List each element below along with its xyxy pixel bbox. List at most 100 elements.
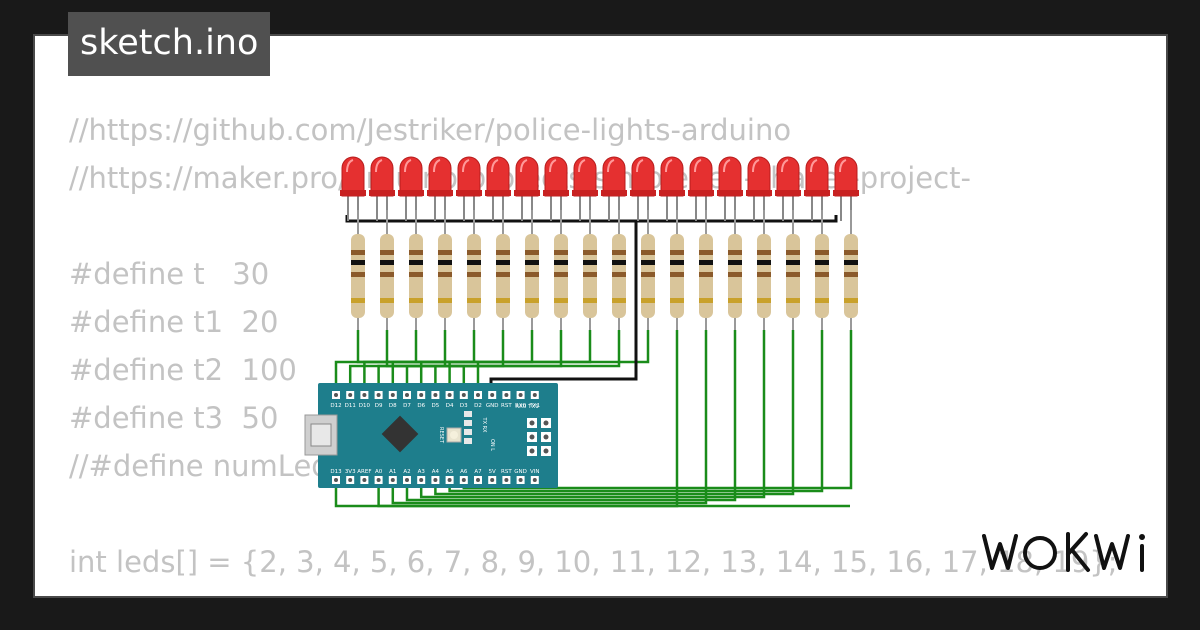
resistor-band (467, 250, 481, 255)
pin-label: RST (501, 403, 512, 409)
code-line: #define t 30 (69, 257, 270, 291)
pin-label: 5V (489, 469, 496, 475)
header-pin-hole (447, 478, 452, 482)
rxtx-header-label: RX0 TX1 (515, 404, 538, 410)
header-pin-hole (518, 478, 523, 482)
led-rim (688, 190, 714, 196)
led-highlight (607, 159, 615, 173)
resistor-band (728, 272, 742, 277)
resistor-band (670, 250, 684, 255)
led-rim (369, 190, 395, 196)
led-rim (543, 190, 569, 196)
resistor-band (612, 250, 626, 255)
resistor-band (670, 260, 684, 265)
led-highlight (375, 159, 383, 173)
led-array (340, 156, 859, 221)
pin-label: D3 (460, 403, 468, 409)
board-pcb (318, 383, 558, 488)
resistor-band (496, 260, 510, 265)
resistor-band (554, 250, 568, 255)
led-highlight (839, 159, 847, 173)
led-highlight (810, 159, 818, 173)
header-pin-hole (490, 478, 495, 482)
led-highlight (346, 159, 354, 173)
pin-label: RST (501, 469, 512, 475)
led-highlight (520, 159, 528, 173)
resistor-band (525, 298, 539, 303)
header-pin-hole (461, 393, 466, 397)
resistor-band (844, 298, 858, 303)
led-rim (775, 190, 801, 196)
resistor-band (467, 298, 481, 303)
header-pin-hole (490, 393, 495, 397)
header-pin-hole (405, 393, 409, 397)
pin-label: D8 (389, 403, 397, 409)
header-pin-hole (518, 393, 523, 397)
resistor-band (583, 260, 597, 265)
signal-wire[interactable] (348, 330, 621, 395)
resistor-band (641, 298, 655, 303)
signal-wire[interactable] (419, 330, 766, 499)
led-highlight (694, 159, 702, 173)
resistor-band (351, 260, 365, 265)
resistor-band (786, 260, 800, 265)
pin-label: D2 (474, 403, 482, 409)
led-rim (572, 190, 598, 196)
led-rim (717, 190, 743, 196)
signal-wire[interactable] (391, 330, 708, 505)
signal-wire[interactable] (334, 330, 650, 395)
led-rim (340, 190, 366, 196)
resistor-band (641, 260, 655, 265)
resistor-band (438, 298, 452, 303)
resistor-band (728, 298, 742, 303)
led-rim (398, 190, 424, 196)
pin-label: D9 (375, 403, 383, 409)
pin-label: A3 (418, 469, 426, 475)
resistor-band (409, 250, 423, 255)
resistor-band (496, 298, 510, 303)
pin-label: D11 (345, 403, 356, 409)
resistor-band (670, 272, 684, 277)
resistor-band (786, 250, 800, 255)
signal-wire[interactable] (334, 480, 850, 508)
led-highlight (752, 159, 760, 173)
pin-label: VIN (530, 469, 540, 475)
header-pin-hole (476, 478, 480, 482)
resistor-band (525, 250, 539, 255)
code-line: #define t3 50 (69, 401, 279, 435)
header-pin-hole (433, 393, 438, 397)
pin-label: D5 (432, 403, 440, 409)
pin-label: D7 (403, 403, 411, 409)
resistor-band (757, 250, 771, 255)
status-led (464, 429, 472, 435)
led-rim (601, 190, 627, 196)
led-rim (427, 190, 453, 196)
pin-label: D13 (330, 469, 342, 475)
reset-button-cap[interactable] (450, 431, 458, 439)
header-pin-hole (362, 393, 367, 397)
resistor-band (728, 250, 742, 255)
resistor-band (351, 250, 365, 255)
file-tab[interactable]: sketch.ino (68, 12, 271, 76)
resistor-band (699, 272, 713, 277)
resistor-band (815, 250, 829, 255)
led-highlight (723, 159, 731, 173)
led-rim (833, 190, 859, 196)
resistor-band (757, 298, 771, 303)
header-pin-hole (419, 478, 424, 482)
status-led (464, 438, 472, 444)
pin-label: A1 (389, 469, 396, 475)
pin-label: A0 (375, 469, 383, 475)
resistor-band (699, 298, 713, 303)
pin-label: A5 (446, 469, 454, 475)
gnd-bus-wire[interactable] (345, 215, 838, 223)
signal-wire[interactable] (405, 330, 737, 502)
header-pin-hole (348, 393, 353, 397)
pin-label: D4 (446, 403, 454, 409)
resistor-band (815, 298, 829, 303)
resistor-band (467, 272, 481, 277)
pin-label: GND (486, 403, 499, 409)
resistor-band (351, 298, 365, 303)
